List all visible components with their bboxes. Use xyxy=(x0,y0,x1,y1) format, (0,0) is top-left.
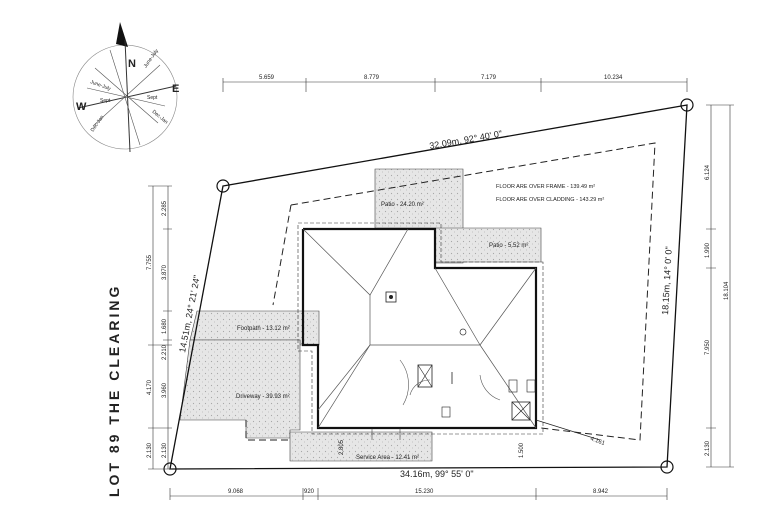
dim-left-label: 7.755 xyxy=(147,254,153,270)
dim-right-total: 18.104 xyxy=(724,281,730,300)
hardscape-areas xyxy=(179,168,542,462)
service-area xyxy=(289,431,433,462)
dim-bottom-label: 15.230 xyxy=(415,489,434,495)
north-label: N xyxy=(128,58,136,70)
dim-right-label: 2.130 xyxy=(705,440,711,456)
boundary-label-north: 32.09m, 92° 40' 0" xyxy=(429,128,503,150)
footpath-label: Footpath - 13.12 m² xyxy=(237,326,290,332)
house-outline xyxy=(297,222,601,441)
driveway-area xyxy=(179,339,301,439)
dim-left-label: 2.210 xyxy=(162,344,168,360)
dimension-left: 7.755 4.170 2.130 2.285 3.870 1.680 2.21… xyxy=(147,185,172,470)
patio-north-label: Patio - 24.20 m² xyxy=(381,202,424,208)
boundary-label-south: 34.16m, 99° 55' 0" xyxy=(400,469,474,479)
dim-left-label: 1.680 xyxy=(162,318,168,334)
setback-line xyxy=(290,142,656,441)
dim-left-label: 3.960 xyxy=(162,382,168,398)
sector-label: Sept xyxy=(100,98,111,104)
driveway-label: Driveway - 39.93 m² xyxy=(236,394,290,400)
dim-bottom-label: 8.942 xyxy=(593,489,609,495)
dim-bottom-label: 920 xyxy=(304,489,315,495)
dim-right-label: 6.124 xyxy=(705,164,711,180)
lot-title: LOT 89 THE CLEARING xyxy=(106,284,122,497)
boundary-label-east: 18.15m, 14° 0' 0" xyxy=(660,246,674,315)
dim-service-depth: 1.500 xyxy=(519,442,525,458)
dimension-right: 6.124 1.990 7.950 2.130 18.104 xyxy=(705,104,734,468)
dim-right-label: 7.950 xyxy=(705,339,711,355)
dim-service-width: 2.805 xyxy=(339,439,345,455)
sector-label: Dec-Jan xyxy=(90,114,106,133)
sector-label: Dec-Jan xyxy=(151,109,169,126)
dim-left-label: 4.170 xyxy=(147,379,153,395)
patio-east-label: Patio - 5.52 m² xyxy=(489,243,528,249)
sector-label: June-July xyxy=(143,48,160,69)
dim-top-label: 5.659 xyxy=(259,75,275,81)
dim-top-label: 7.179 xyxy=(481,75,497,81)
dim-left-label: 2.130 xyxy=(162,442,168,458)
lot-boundary xyxy=(169,104,688,470)
east-label: E xyxy=(172,83,179,95)
north-arrow-icon xyxy=(116,22,128,47)
dim-right-label: 1.990 xyxy=(705,242,711,258)
compass-rose: N E W June-July June-July Sept Sept Dec-… xyxy=(72,22,179,153)
dimension-top: 5.659 8.779 7.179 10.234 xyxy=(222,75,688,92)
dim-left-label: 3.870 xyxy=(162,264,168,280)
dimension-bottom: 9.068 920 15.230 8.942 xyxy=(169,488,668,500)
dim-top-label: 10.234 xyxy=(604,75,623,81)
dim-top-label: 8.779 xyxy=(364,75,380,81)
west-label: W xyxy=(76,101,87,113)
sector-label: June-July xyxy=(89,79,112,92)
dim-left-label: 2.285 xyxy=(162,200,168,216)
dim-left-label: 2.130 xyxy=(147,442,153,458)
floor-area-frame: FLOOR ARE OVER FRAME - 139.49 m² xyxy=(496,184,595,190)
dim-corner-offset: 4.161 xyxy=(589,436,606,447)
floor-area-cladding: FLOOR ARE OVER CLADDING - 143.29 m² xyxy=(496,197,604,203)
dim-bottom-label: 9.068 xyxy=(228,489,244,495)
service-area-label: Service Area - 12.41 m² xyxy=(356,455,419,461)
sector-label: Sept xyxy=(147,95,158,101)
